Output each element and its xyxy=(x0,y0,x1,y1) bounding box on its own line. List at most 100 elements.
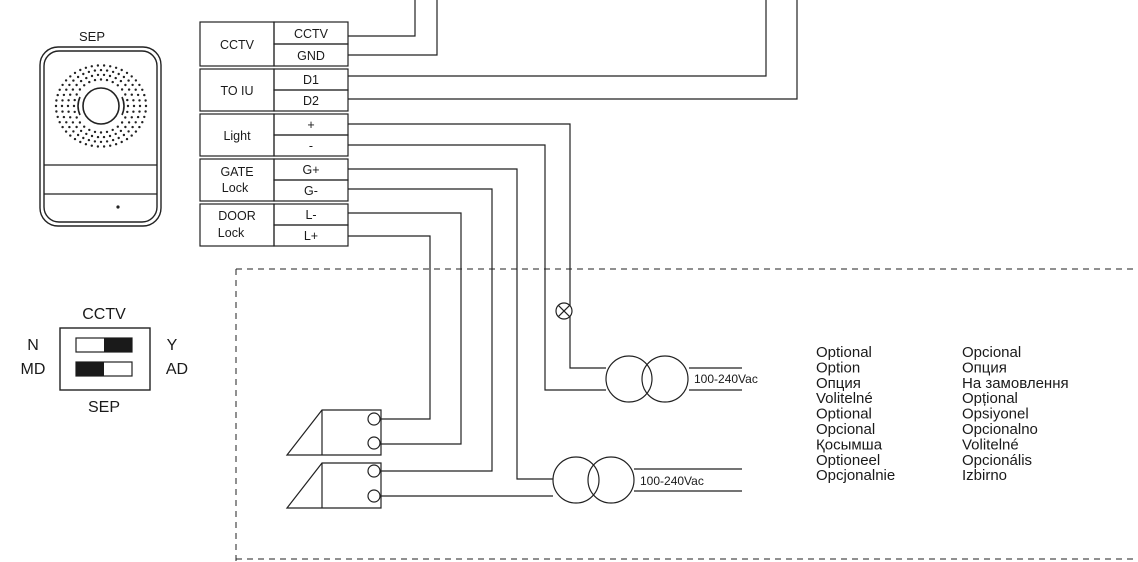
grille-dot xyxy=(134,130,138,133)
grille-dot xyxy=(109,65,112,68)
grille-dot xyxy=(105,78,109,82)
grille-dot xyxy=(124,116,127,119)
grille-dot xyxy=(144,104,148,108)
grille-dot xyxy=(124,125,127,129)
dip-bottom-label: SEP xyxy=(88,399,120,416)
grille-dot xyxy=(61,110,64,113)
grille-dot xyxy=(138,99,141,102)
group-label-door-lock: Lock xyxy=(218,226,245,240)
grille-dot xyxy=(66,104,70,108)
gate-lock-symbol xyxy=(285,462,382,509)
grille-dot xyxy=(90,134,94,138)
grille-dot xyxy=(132,110,135,113)
grille-dot xyxy=(127,121,131,124)
grille-dot xyxy=(108,74,112,78)
grille-dot xyxy=(119,129,123,133)
grille-dot xyxy=(102,135,106,139)
grille-dot xyxy=(69,93,72,96)
grille-dot xyxy=(99,140,103,144)
grille-dot xyxy=(54,104,58,108)
grille-dot xyxy=(141,88,144,92)
grille-dot xyxy=(72,79,75,82)
group-label-to-iu: TO IU xyxy=(220,84,253,98)
grille-dot xyxy=(78,88,82,91)
grille-dot xyxy=(75,116,78,119)
grille-dot xyxy=(61,83,64,87)
grille-dot xyxy=(56,93,59,97)
pin-gnd: GND xyxy=(297,49,325,63)
grille-dot xyxy=(124,93,127,96)
grille-dot xyxy=(60,104,64,108)
grille-dot xyxy=(64,79,68,82)
pin-d1: D1 xyxy=(303,73,319,87)
grille-dot xyxy=(90,144,94,147)
grille-dot xyxy=(130,134,133,137)
grille-dot xyxy=(88,128,91,132)
dip-left-label-md: MD xyxy=(21,361,46,378)
dip-right-label-y: Y xyxy=(167,337,178,354)
grille-dot xyxy=(93,140,97,143)
grille-dot xyxy=(116,125,120,128)
grille-dot xyxy=(138,83,141,87)
grille-dot xyxy=(72,104,76,108)
grille-dot xyxy=(136,115,140,119)
optional-label: Opcional xyxy=(962,344,1021,361)
grille-dot xyxy=(144,99,147,102)
grille-dot xyxy=(125,137,129,141)
optional-label: Izbirno xyxy=(962,467,1007,484)
grille-dot xyxy=(111,70,115,74)
grille-dot xyxy=(120,140,123,144)
grille-dot xyxy=(73,71,77,75)
optional-label: Қосымша xyxy=(816,436,883,453)
optional-area-border xyxy=(235,268,1138,562)
grille-dot xyxy=(120,121,124,124)
grille-dot xyxy=(62,93,66,97)
grille-dot xyxy=(102,73,106,77)
grille-dot xyxy=(96,145,100,148)
grille-dot xyxy=(141,121,144,124)
grille-dot xyxy=(138,125,141,129)
optional-label: Opcionális xyxy=(962,452,1032,469)
grille-dot xyxy=(144,110,147,113)
wires xyxy=(348,0,798,497)
grille-dot xyxy=(85,132,88,136)
grille-dot xyxy=(131,83,134,87)
dip-switch-1-knob xyxy=(104,338,132,352)
grille-dot xyxy=(69,116,72,119)
group-label-gate: GATE xyxy=(220,165,253,179)
grille-dot xyxy=(117,72,120,76)
grille-dot xyxy=(108,134,112,138)
grille-dot xyxy=(79,140,82,144)
panel-label: SEP xyxy=(79,29,105,44)
grille-dot xyxy=(116,84,120,87)
grille-dot xyxy=(138,104,142,108)
grille-dot xyxy=(84,143,88,146)
grille-dot xyxy=(71,121,75,124)
grille-dot xyxy=(111,138,115,142)
pin-cctv: CCTV xyxy=(294,27,329,41)
door-station-panel: SEP xyxy=(39,29,162,227)
optional-label: Опция xyxy=(962,359,1007,376)
optional-label: Opsiyonel xyxy=(962,406,1029,423)
optional-label: Optional xyxy=(816,344,872,361)
grille-dot xyxy=(73,98,76,102)
grille-dot xyxy=(143,115,146,119)
grille-dot xyxy=(88,80,91,84)
grille-dot xyxy=(83,84,86,87)
pin-gate-minus: G- xyxy=(304,184,318,198)
grille-dot xyxy=(67,99,70,102)
upper-transformer xyxy=(605,355,689,403)
grille-dot xyxy=(99,68,103,72)
group-label-door: DOOR xyxy=(218,209,256,223)
optional-label: Volitelné xyxy=(962,436,1019,453)
lower-transformer-label: 100-240Vac xyxy=(640,474,704,488)
grille-dot xyxy=(125,71,129,75)
grille-dot xyxy=(134,79,138,82)
optional-label: Opcjonalnie xyxy=(816,467,895,484)
grille-dot xyxy=(79,129,83,133)
grille-dot xyxy=(102,64,106,67)
grille-dot xyxy=(64,130,68,133)
grille-dot xyxy=(56,115,59,119)
grille-dot xyxy=(114,132,117,136)
